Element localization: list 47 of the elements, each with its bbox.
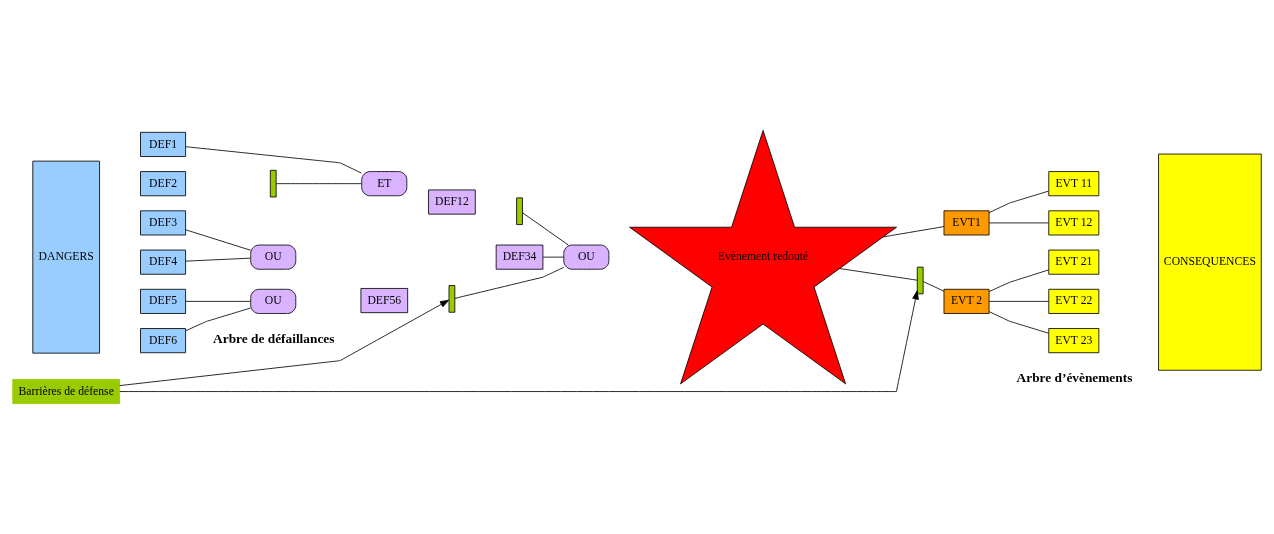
- node-box: EVT1: [943, 210, 990, 236]
- node-box: EVT 23: [1048, 328, 1100, 354]
- label: Arbre d’évènements: [1016, 370, 1133, 386]
- node-box: DANGERS: [32, 160, 100, 354]
- node-box: DEF12: [428, 189, 476, 215]
- node-box: DEF5: [140, 288, 186, 314]
- connector: [522, 212, 569, 246]
- connector: [988, 190, 1049, 214]
- node-box: OU: [250, 244, 297, 270]
- node-bar: [516, 197, 523, 225]
- node-box: EVT 22: [1048, 288, 1100, 314]
- connector: [185, 146, 362, 174]
- node-box: EVT 11: [1048, 171, 1100, 197]
- connector: [275, 183, 362, 185]
- label: Arbre de défaillances: [213, 330, 335, 346]
- connector: [454, 266, 565, 299]
- node-box: EVT 12: [1048, 210, 1100, 236]
- node-box: DEF4: [140, 249, 186, 275]
- node-box: DEF6: [140, 328, 186, 354]
- node-box: CONSEQUENCES: [1158, 153, 1262, 371]
- connector: [839, 268, 918, 281]
- node-box: DEF34: [495, 244, 544, 270]
- node-box: DEF3: [140, 210, 186, 236]
- connector: [988, 269, 1049, 292]
- connector: [988, 300, 1049, 302]
- connector: [185, 229, 251, 251]
- node-box: OU: [563, 244, 610, 270]
- connector: [922, 281, 945, 292]
- connector: [185, 307, 251, 332]
- arrow: [119, 299, 450, 386]
- connector: [185, 257, 251, 262]
- connector: [542, 256, 565, 258]
- node-bar: [448, 285, 456, 313]
- connector: [185, 300, 251, 302]
- node-box: Barrières de défense: [12, 379, 121, 405]
- node-box: EVT 21: [1048, 249, 1100, 275]
- node-box: ET: [361, 171, 408, 197]
- connector: [988, 222, 1049, 224]
- node-bar: [916, 266, 924, 295]
- connector: [988, 311, 1049, 334]
- node-box: DEF2: [140, 171, 186, 197]
- node-bar: [269, 169, 277, 198]
- connector: [882, 226, 945, 238]
- node-box: DEF1: [140, 131, 186, 157]
- node-box: DEF56: [360, 288, 409, 314]
- node-box: OU: [250, 288, 297, 314]
- node-box: EVT 2: [943, 288, 990, 314]
